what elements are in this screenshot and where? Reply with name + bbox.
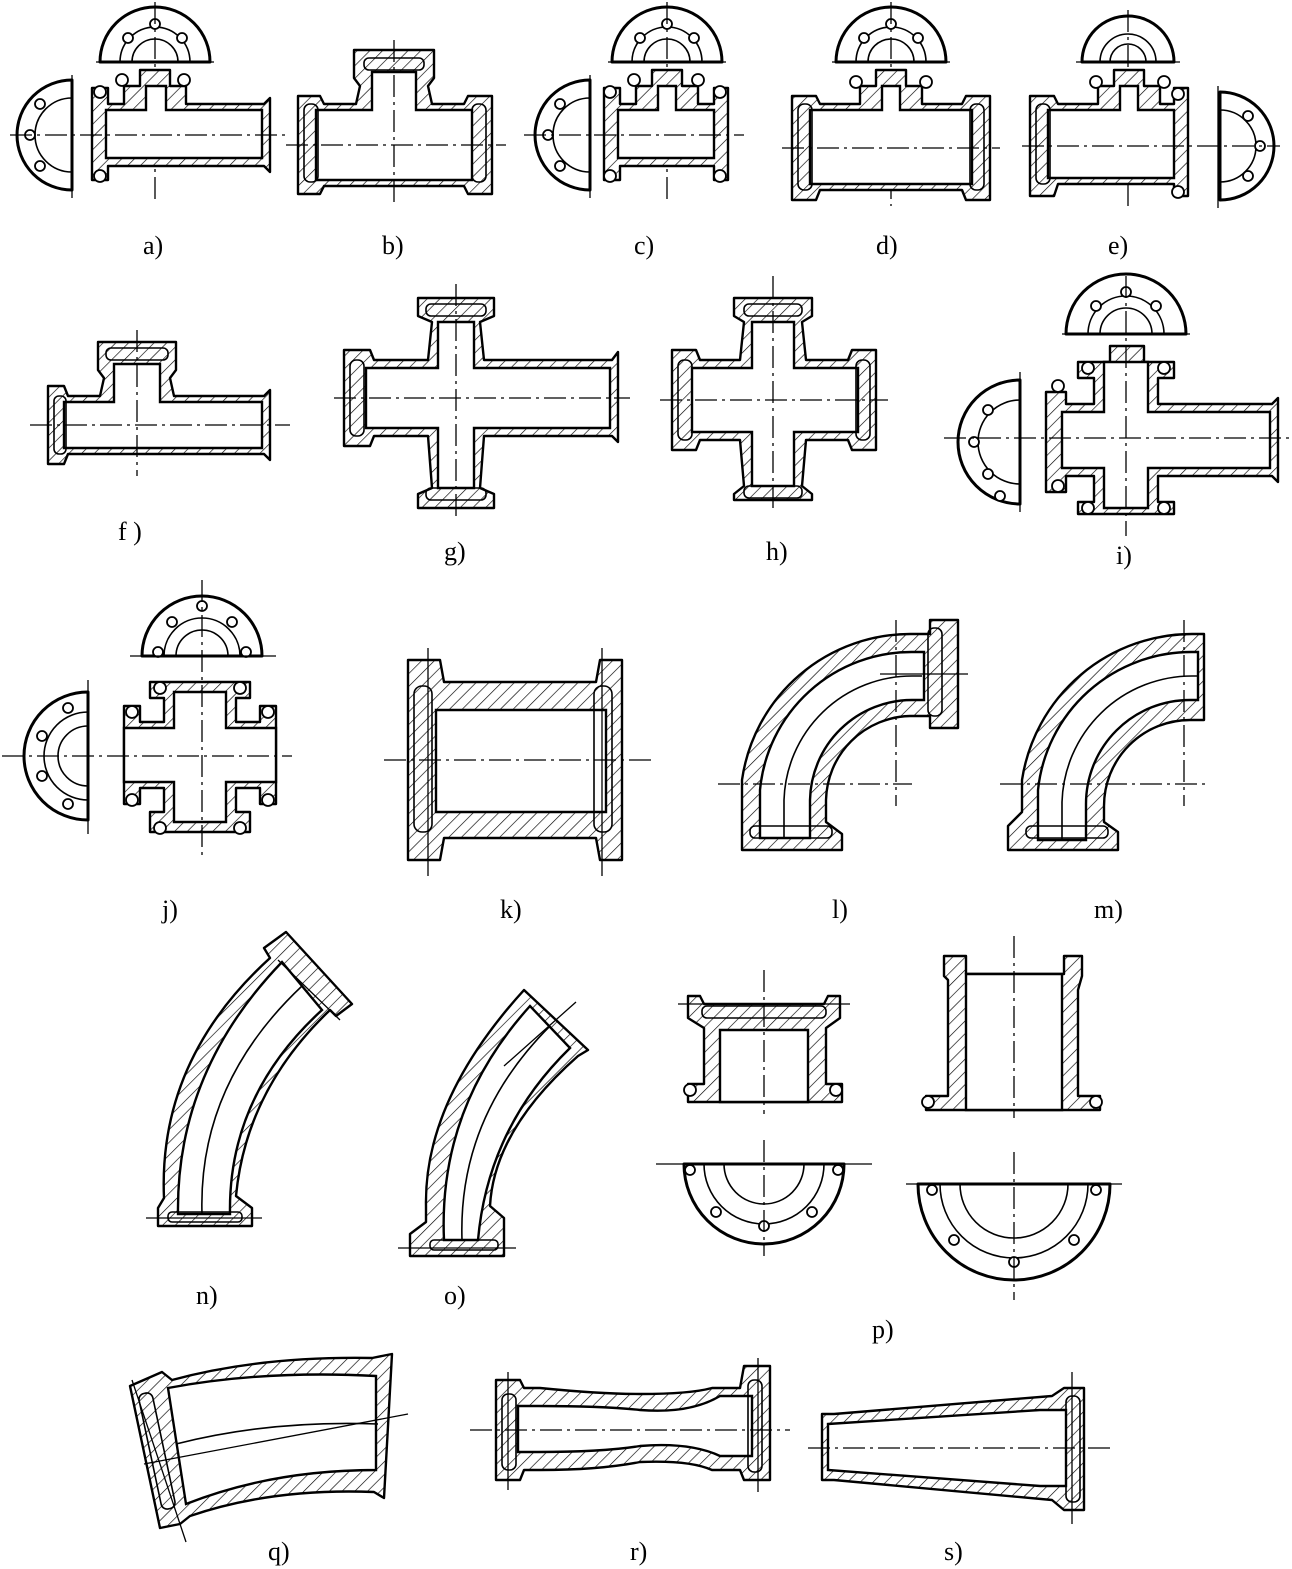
panel-label: d): [876, 231, 898, 260]
fitting-j-cross: j): [2, 580, 292, 924]
panel-label: p): [872, 1315, 894, 1344]
fitting-p-flange-adapters: p): [656, 936, 1122, 1344]
fitting-n-bend-45: n): [146, 930, 354, 1310]
fitting-o-bend-45: o): [398, 988, 590, 1310]
panel-label: j): [161, 895, 178, 924]
fitting-k-coupling: k): [384, 648, 652, 924]
fitting-f-tee: f ): [30, 330, 290, 546]
panel-label: k): [500, 895, 522, 924]
fitting-a-tee: a): [10, 2, 290, 260]
panel-label: r): [630, 1537, 647, 1566]
panel-label: a): [143, 231, 163, 260]
panel-label: o): [444, 1281, 466, 1310]
panel-label: b): [382, 231, 404, 260]
fitting-r-reducer: r): [470, 1358, 790, 1566]
fitting-e-tee: e): [1022, 10, 1280, 260]
panel-label: c): [634, 231, 654, 260]
fitting-i-cross: i): [944, 272, 1292, 570]
panel-label: h): [766, 537, 788, 566]
fitting-l-bend: l): [718, 618, 968, 924]
panel-label: e): [1108, 231, 1128, 260]
fitting-m-bend: m): [1000, 620, 1206, 924]
panel-label: g): [444, 537, 466, 566]
fitting-d-tee: d): [782, 2, 1000, 260]
fitting-s-reducer: s): [808, 1372, 1110, 1566]
fitting-b-socket-tee: b): [286, 40, 506, 260]
panel-label: l): [832, 895, 848, 924]
panel-label: f ): [118, 517, 142, 546]
fitting-c-flanged-tee: c): [524, 2, 744, 260]
panel-label: s): [944, 1537, 963, 1566]
fitting-h-cross: h): [660, 276, 888, 566]
panel-label: n): [196, 1281, 218, 1310]
panel-label: i): [1116, 541, 1132, 570]
panel-label: q): [268, 1537, 290, 1566]
panel-label: m): [1094, 895, 1123, 924]
fitting-g-cross: g): [334, 284, 630, 566]
fitting-q-bend: q): [128, 1352, 409, 1566]
